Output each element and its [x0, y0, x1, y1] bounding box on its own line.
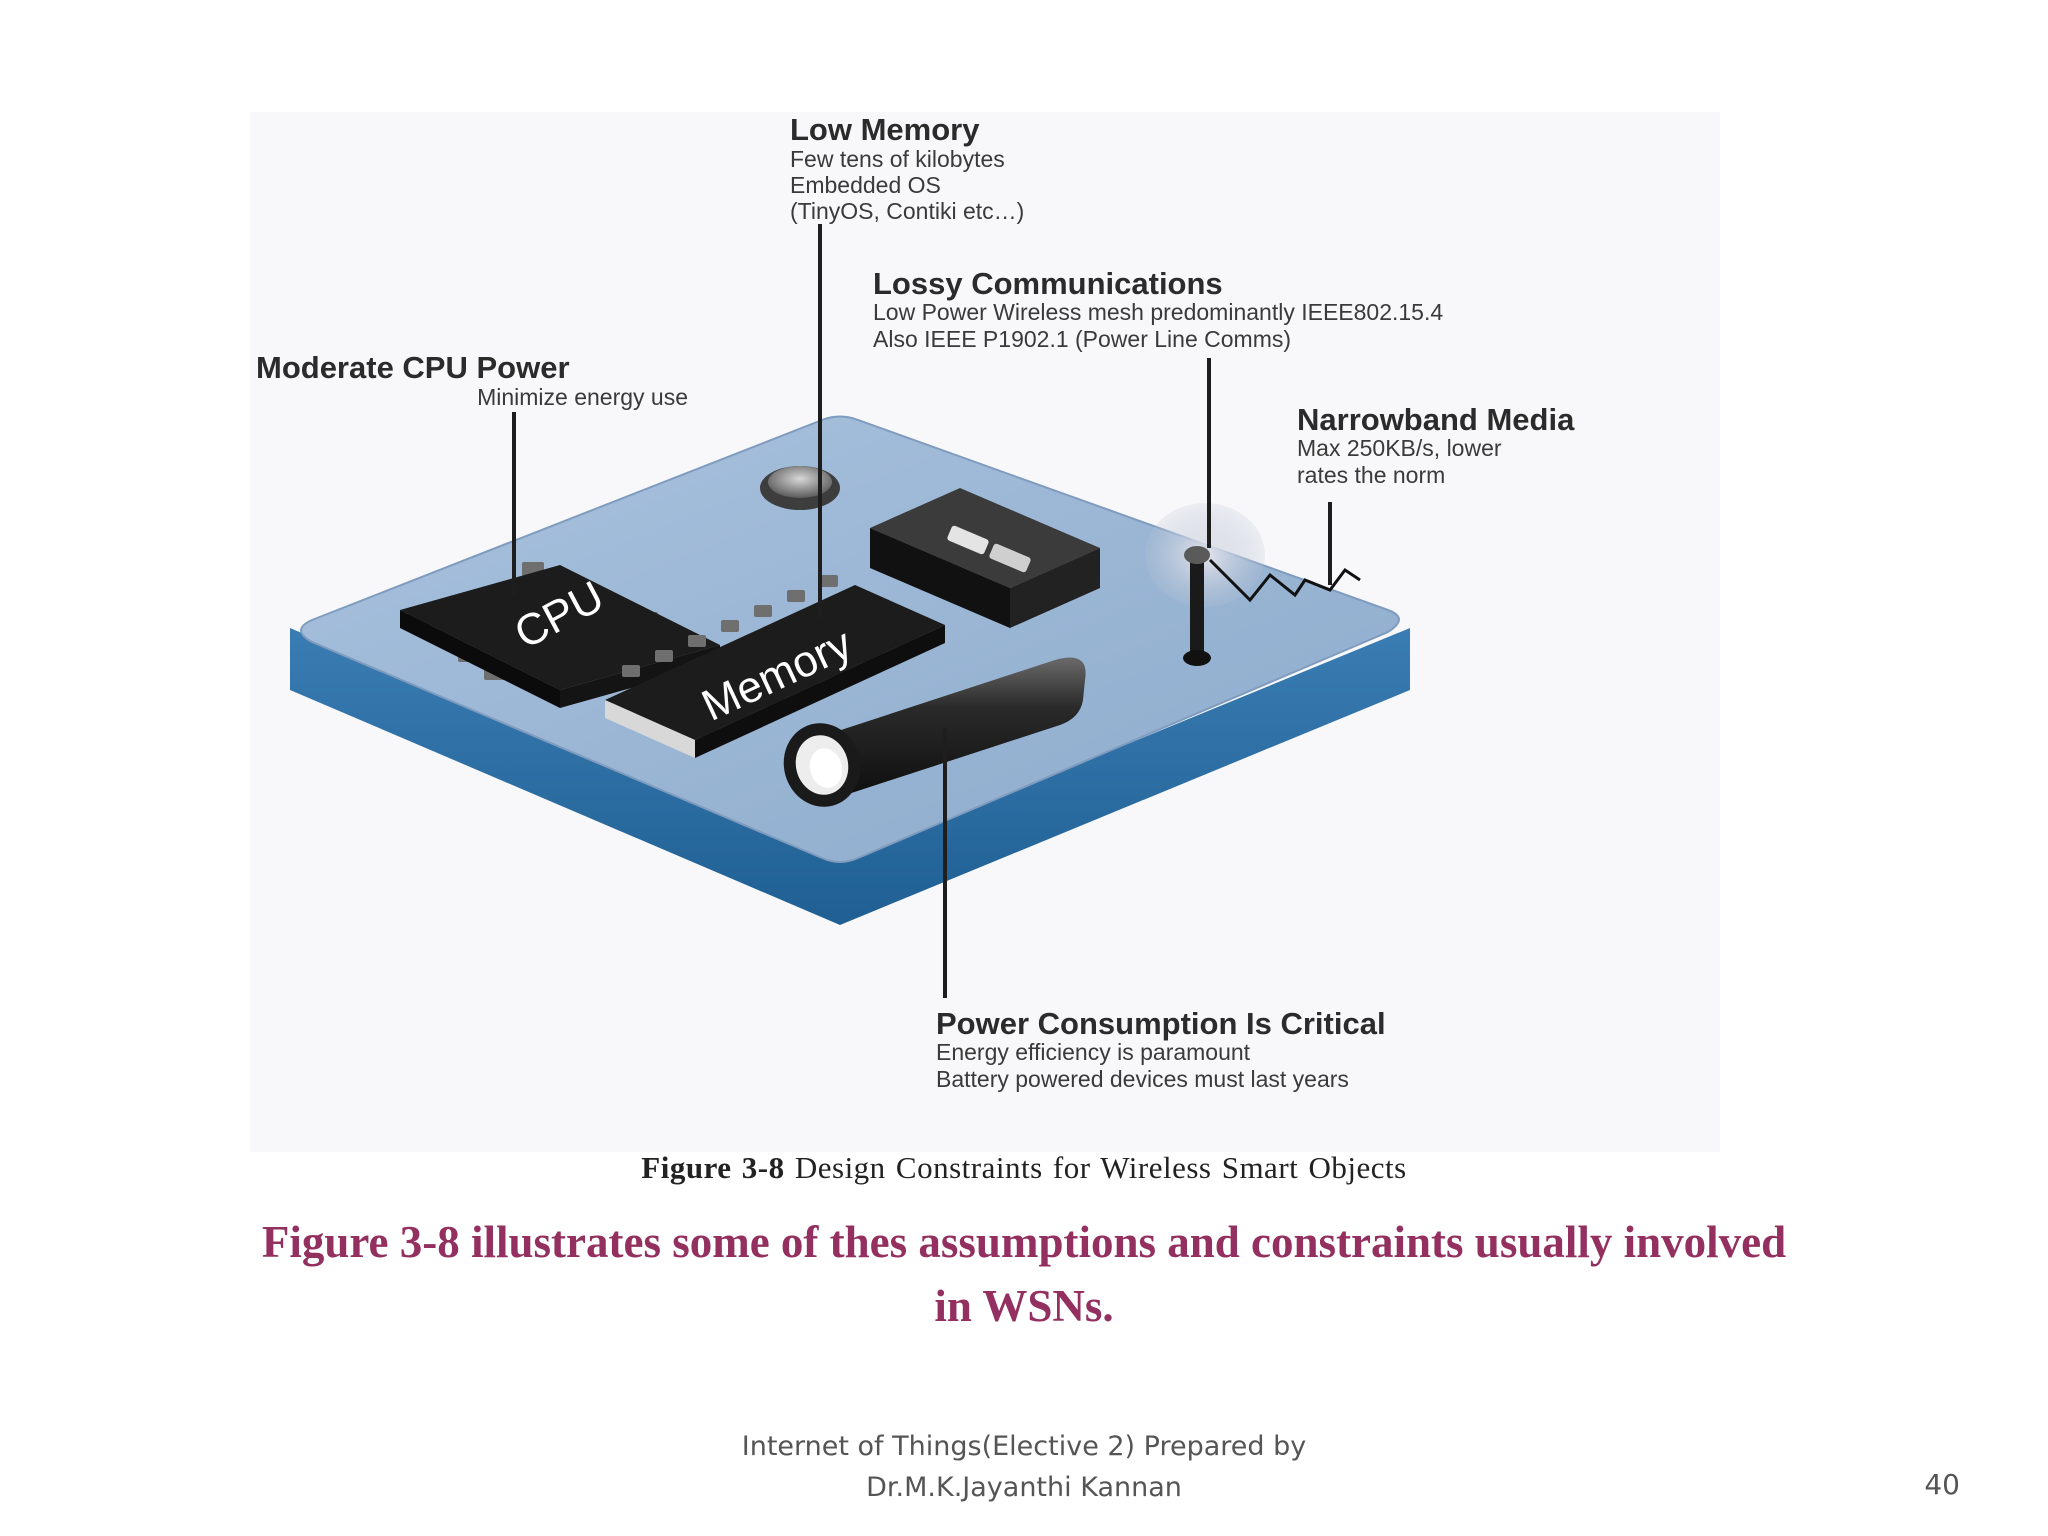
battery-component	[783, 657, 1086, 807]
low-memory-line-3: (TinyOS, Contiki etc…)	[790, 198, 1024, 224]
page-number: 40	[1924, 1468, 1960, 1501]
switch-component	[870, 488, 1100, 628]
lossy-communications-title: Lossy Communications	[873, 266, 1223, 301]
lossy-communications-line-2: Also IEEE P1902.1 (Power Line Comms)	[873, 326, 1291, 352]
figure-caption-text: Design Constraints for Wireless Smart Ob…	[794, 1150, 1407, 1185]
low-memory-line-2: Embedded OS	[790, 172, 941, 198]
power-consumption-title: Power Consumption Is Critical	[936, 1006, 1386, 1041]
moderate-cpu-callout: Moderate CPU Power Minimize energy use	[256, 350, 688, 410]
narrowband-media-callout: Narrowband Media Max 250KB/s, lower rate…	[1297, 402, 1575, 488]
board-side	[290, 628, 1410, 925]
slide-footer: Internet of Things(Elective 2) Prepared …	[624, 1426, 1424, 1508]
antenna-component	[1145, 503, 1361, 666]
narrowband-media-line-1: Max 250KB/s, lower	[1297, 435, 1502, 461]
power-consumption-line-2: Battery powered devices must last years	[936, 1066, 1349, 1092]
footer-line-2: Dr.M.K.Jayanthi Kannan	[866, 1472, 1182, 1503]
power-consumption-callout: Power Consumption Is Critical Energy eff…	[936, 1006, 1386, 1092]
low-memory-title: Low Memory	[790, 112, 980, 147]
figure-caption-number: Figure 3-8	[641, 1150, 785, 1185]
footer-line-1: Internet of Things(Elective 2) Prepared …	[741, 1431, 1307, 1462]
low-memory-line-1: Few tens of kilobytes	[790, 146, 1005, 172]
figure-caption: Figure 3-8 Design Constraints for Wirele…	[0, 1150, 2048, 1186]
button-component	[760, 466, 840, 510]
power-consumption-line-1: Energy efficiency is paramount	[936, 1039, 1251, 1065]
lossy-communications-callout: Lossy Communications Low Power Wireless …	[873, 266, 1443, 352]
lossy-communications-line-1: Low Power Wireless mesh predominantly IE…	[873, 299, 1443, 325]
cpu-chip: CPU	[400, 562, 720, 708]
narrowband-media-line-2: rates the norm	[1297, 462, 1445, 488]
moderate-cpu-line-1: Minimize energy use	[477, 384, 688, 410]
low-memory-callout: Low Memory Few tens of kilobytes Embedde…	[790, 112, 1024, 224]
moderate-cpu-title: Moderate CPU Power	[256, 350, 570, 385]
narrowband-media-title: Narrowband Media	[1297, 402, 1575, 437]
slide-description: Figure 3-8 illustrates some of thes assu…	[261, 1217, 1787, 1331]
